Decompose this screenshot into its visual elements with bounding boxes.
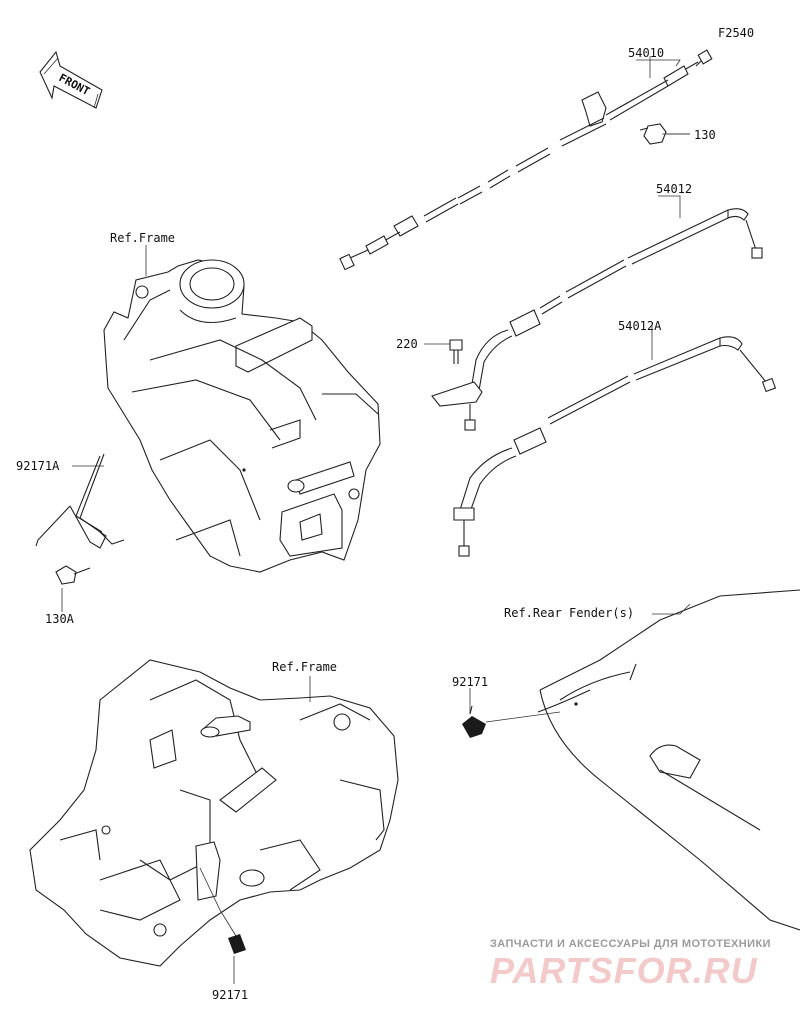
label-ref-rear-fender: Ref.Rear Fender(s)	[504, 606, 635, 620]
label-130: 130	[694, 128, 716, 142]
frame-upper-drawing	[103, 259, 381, 573]
label-92171-fender: 92171	[452, 675, 489, 689]
cable-54012	[431, 208, 763, 431]
label-54012A: 54012A	[618, 319, 662, 333]
figure-code: F2540	[718, 26, 755, 40]
bolt-130A-icon	[55, 565, 91, 585]
label-ref-frame-lower: Ref.Frame	[272, 660, 338, 674]
leader-lines	[61, 56, 691, 984]
label-220: 220	[396, 337, 418, 351]
label-92171-bottom: 92171	[212, 988, 249, 1002]
label-ref-frame-upper: Ref.Frame	[110, 231, 176, 245]
watermark-tagline: ЗАПЧАСТИ И АКСЕССУАРЫ ДЛЯ МОТОТЕХНИКИ	[490, 938, 771, 950]
clip-92171-bottom-icon	[199, 867, 246, 954]
label-54010: 54010	[628, 46, 665, 60]
label-130A: 130A	[45, 612, 74, 626]
throttle-cable-54010	[339, 49, 713, 271]
clip-92171-fender-icon	[462, 705, 486, 738]
label-54012: 54012	[656, 182, 693, 196]
watermark-logo: PARTSFOR.RU	[490, 950, 758, 991]
clip-92171A-icon	[35, 453, 125, 549]
screw-220-icon	[449, 339, 463, 364]
cable-54012A	[453, 336, 777, 557]
rear-fender-drawing	[537, 589, 800, 931]
front-arrow-icon	[39, 50, 103, 109]
label-92171A: 92171A	[16, 459, 60, 473]
frame-lower-drawing	[29, 659, 399, 967]
